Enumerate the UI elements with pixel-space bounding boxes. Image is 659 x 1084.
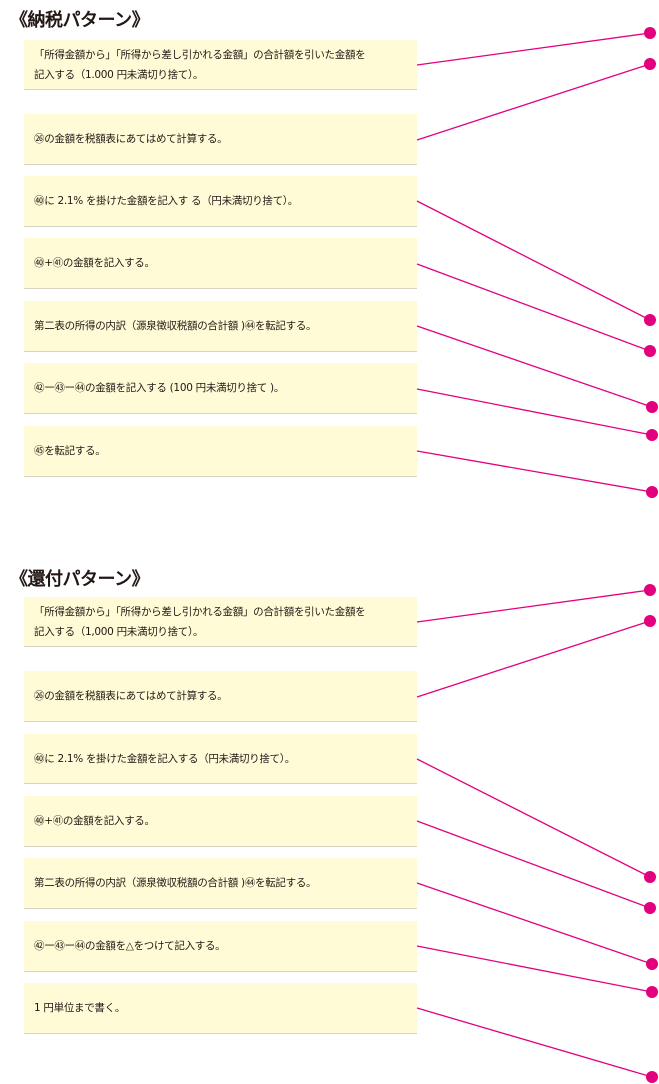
- connector-line: [416, 263, 651, 352]
- step-box: ㊷ー㊸ー㊹の金額を記入する (100 円未満切り捨て )。: [24, 363, 417, 414]
- step-text: ㊺を転記する。: [34, 445, 106, 457]
- connector-dot: [646, 986, 658, 998]
- step-text: 「所得金額から」「所得から差し引かれる金額」の合計額を引いた金額を 記入する（1…: [34, 605, 366, 638]
- step-box: 第二表の所得の内訳（源泉徴収税額の合計額 )㊹を転記する。: [24, 301, 417, 352]
- step-text: 第二表の所得の内訳（源泉徴収税額の合計額 )㊹を転記する。: [34, 320, 317, 332]
- connector-line: [416, 325, 653, 408]
- step-box: 「所得金額から」「所得から差し引かれる金額」の合計額を引いた金額を 記入する（1…: [24, 597, 417, 647]
- step-text: ㊷ー㊸ー㊹の金額を△をつけて記入する。: [34, 940, 226, 952]
- step-box: ㊷ー㊸ー㊹の金額を△をつけて記入する。: [24, 921, 417, 972]
- connector-line: [416, 1007, 653, 1078]
- connector-line: [416, 32, 651, 66]
- step-box: ㉖の金額を税額表にあてはめて計算する。: [24, 114, 417, 165]
- connector-dot: [644, 345, 656, 357]
- connector-dot: [646, 958, 658, 970]
- step-box: ㊺を転記する。: [24, 426, 417, 477]
- step-box: ㊵+㊶の金額を記入する。: [24, 796, 417, 847]
- connector-dot: [646, 401, 658, 413]
- step-text: 「所得金額から」「所得から差し引かれる金額」の合計額を引いた金額を 記入する（1…: [34, 48, 366, 81]
- connector-line: [416, 758, 651, 878]
- connector-line: [416, 820, 651, 909]
- section-title-payment: 《納税パターン》: [10, 10, 150, 31]
- connector-dot: [644, 615, 656, 627]
- step-box: ㊵に 2.1% を掛けた金額を記入する（円未満切り捨て）。: [24, 734, 417, 784]
- connector-dot: [646, 486, 658, 498]
- connector-dot: [644, 902, 656, 914]
- connector-line: [416, 945, 653, 993]
- connector-line: [416, 388, 653, 436]
- connector-dot: [646, 429, 658, 441]
- step-box: ㊵+㊶の金額を記入する。: [24, 238, 417, 289]
- connector-dot: [644, 27, 656, 39]
- step-box: 1 円単位まで書く。: [24, 983, 417, 1034]
- step-box: ㉖の金額を税額表にあてはめて計算する。: [24, 671, 417, 722]
- connector-line: [416, 882, 653, 965]
- step-box: ㊵に 2.1% を掛けた金額を記入す る（円未満切り捨て）。: [24, 176, 417, 227]
- step-text: ㊵+㊶の金額を記入する。: [34, 257, 155, 269]
- connector-line: [416, 63, 651, 141]
- step-text: 第二表の所得の内訳（源泉徴収税額の合計額 )㊹を転記する。: [34, 877, 317, 889]
- connector-line: [416, 589, 651, 623]
- connector-dot: [644, 314, 656, 326]
- step-text: ㉖の金額を税額表にあてはめて計算する。: [34, 133, 228, 145]
- connector-dot: [644, 871, 656, 883]
- step-text: ㊵に 2.1% を掛けた金額を記入す る（円未満切り捨て）。: [34, 195, 298, 207]
- connector-dot: [644, 58, 656, 70]
- step-box: 第二表の所得の内訳（源泉徴収税額の合計額 )㊹を転記する。: [24, 858, 417, 909]
- step-text: 1 円単位まで書く。: [34, 1002, 126, 1014]
- step-text: ㉖の金額を税額表にあてはめて計算する。: [34, 690, 228, 702]
- connector-dot: [646, 1071, 658, 1083]
- step-box: 「所得金額から」「所得から差し引かれる金額」の合計額を引いた金額を 記入する（1…: [24, 40, 417, 90]
- step-text: ㊷ー㊸ー㊹の金額を記入する (100 円未満切り捨て )。: [34, 382, 285, 394]
- connector-line: [416, 620, 651, 698]
- connector-line: [416, 200, 651, 321]
- connector-line: [416, 450, 653, 493]
- step-text: ㊵+㊶の金額を記入する。: [34, 815, 155, 827]
- step-text: ㊵に 2.1% を掛けた金額を記入する（円未満切り捨て）。: [34, 752, 295, 765]
- connector-dot: [644, 584, 656, 596]
- section-title-refund: 《還付パターン》: [10, 569, 150, 590]
